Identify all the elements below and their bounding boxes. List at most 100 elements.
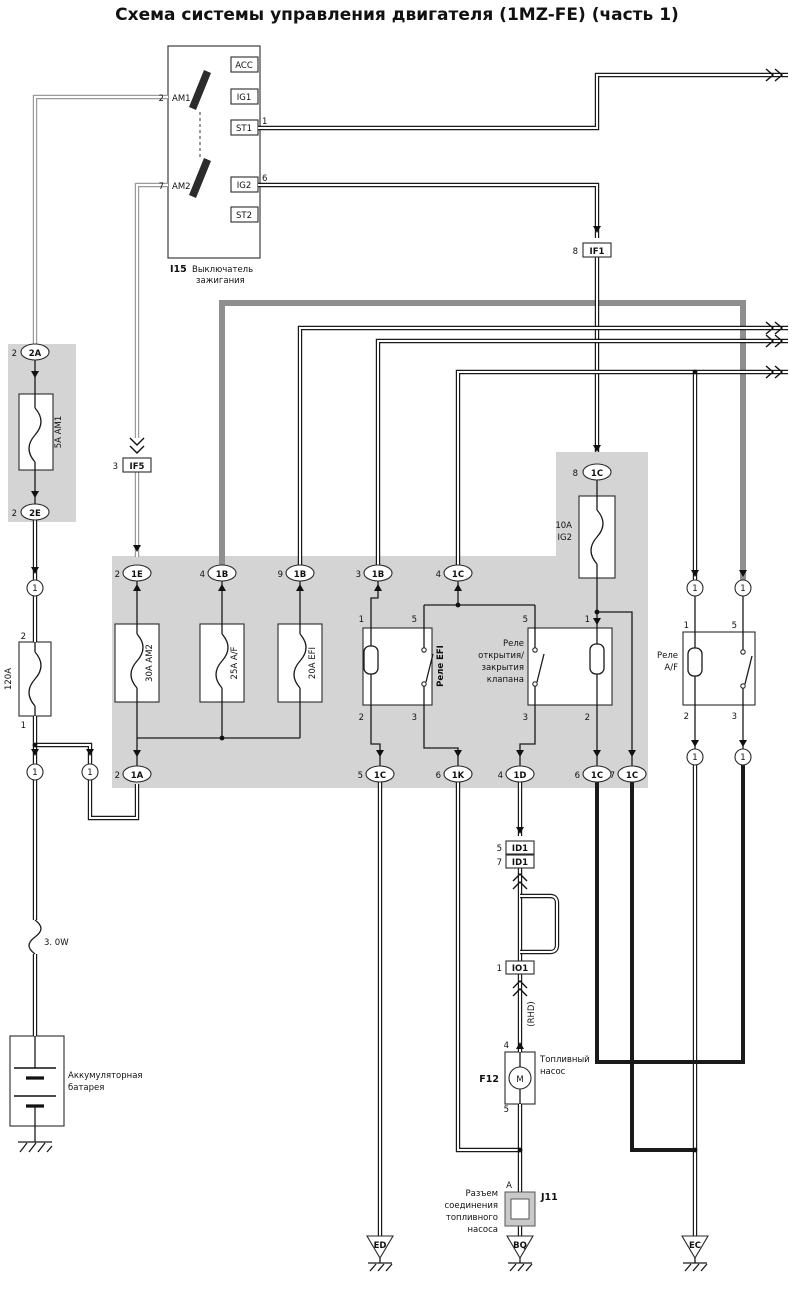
junction-af-tr-label: 1 [740,584,745,594]
j11-label-1: Разъем [465,1189,498,1199]
af-relay-coil [687,647,703,677]
valve-relay-pin-bl: 3 [523,713,528,723]
connector-io1 [505,960,535,975]
gray-panels [8,344,648,788]
connector-1c4-label: 1C [452,570,464,580]
af-relay-pin-br: 3 [732,712,737,722]
connector-id1-7-label: ID1 [512,858,528,868]
junction-af-br-label: 1 [740,753,745,763]
relay-internals [363,643,746,689]
pin-1c5: 5 [358,771,363,781]
connector-1e [122,564,152,582]
connector-1c7 [617,765,647,783]
ground-ed-triangle [366,1235,394,1260]
wire-u-loop-to-1a [87,780,140,821]
j11-label-4: насоса [467,1225,498,1235]
af-relay-label-1: Реле [657,651,678,661]
connector-if5 [122,457,152,473]
connector-id1-7 [505,854,535,869]
wire-st1 [258,72,788,131]
efi-relay-contact-top [421,647,427,653]
connector-1k-label: 1K [452,771,465,781]
fuse-25a-label: 25A A/F [230,646,240,679]
pin-1b3: 3 [356,570,361,580]
efi-relay-pin-br: 3 [412,713,417,723]
pin-id1-7: 7 [497,858,502,868]
fuse-120a-label: 120A [4,668,14,690]
fuse-symbols [28,407,604,955]
valve-relay-pin-br: 2 [585,713,590,723]
efi-relay-pin-tr: 5 [412,615,417,625]
connector-id1-5-label: ID1 [512,844,528,854]
fuel-pump-label-2: насос [540,1067,566,1077]
connector-1b9-label: 1B [294,570,306,580]
fuel-pump-code: F12 [479,1074,499,1085]
connector-1a [122,765,152,783]
wire-am2-feed [134,182,168,438]
pump-pin-top: 4 [504,1041,509,1051]
junction-connector-af-tl [686,579,704,597]
connector-id1-5 [505,840,535,855]
junction-af-tl-label: 1 [692,584,697,594]
rhd-label: (RHD) [527,1001,537,1026]
pin-1b9: 9 [278,570,283,580]
pin-1c8: 8 [573,469,578,479]
terminal-st1-label: ST1 [236,124,252,134]
pin-ig2: 6 [262,174,267,184]
connector-if1-label: IF1 [590,247,605,257]
valve-relay-box [527,627,613,706]
fusible-link-element [28,919,42,955]
terminal-ig1-box [230,88,259,105]
af-relay-contact-bottom [740,683,746,689]
pin-am2: 7 [159,182,164,192]
ground-ed-label: ED [374,1241,387,1251]
connector-if5-label: IF5 [130,462,145,472]
fuse-30a-label: 30A AM2 [145,644,155,682]
fuel-pump-motor-circle [508,1066,532,1090]
efi-relay-box [362,627,433,706]
wire-1c4-harness [455,369,788,565]
j11-label-2: соединения [445,1201,499,1211]
connector-1b4-label: 1B [216,570,228,580]
connector-1k [443,765,473,783]
ground-bq-label: BQ [513,1241,527,1251]
connector-1c5-label: 1C [374,771,386,781]
pin-1c6: 6 [575,771,580,781]
pin-if5: 3 [113,462,118,472]
battery-label-2: батарея [68,1083,104,1093]
fuse-120a-element [28,651,42,707]
wire-1b3-harness [375,338,788,565]
wire-ig1-gray-bus [219,300,746,580]
wire-rhd-loop [520,893,560,955]
connector-1d-label: 1D [514,771,527,781]
junction-left-3-label: 1 [87,768,92,778]
pin-1d: 4 [498,771,503,781]
connector-1b3 [363,564,393,582]
terminal-ig1-label: IG1 [237,93,252,103]
fuse-30a-element [130,633,144,689]
pin-1c7: 7 [610,771,615,781]
junction-connector-left-3 [81,763,99,781]
fusible-link-label: 3. 0W [44,938,69,948]
terminal-st2-box [230,206,259,223]
connector-1d [505,765,535,783]
wire-ig2 [258,182,600,238]
connector-1c6-label: 1C [591,771,603,781]
connector-1c6 [582,765,612,783]
pin-st1: 1 [262,117,267,127]
valve-relay-label-3: закрытия [481,663,524,673]
fuse-25a-element [215,633,229,689]
wire-1b9-harness [297,325,788,565]
pin-1b4: 4 [200,570,205,580]
fuse-10a-element [590,509,604,565]
junction-connector-left-1 [26,579,44,597]
ignition-switch-box [167,45,261,259]
pin-1e: 2 [115,570,120,580]
valve-relay-pin-tr: 1 [585,615,590,625]
connector-2e-label: 2E [29,509,41,519]
ec-ground-symbol [683,1258,708,1272]
pin-2a: 2 [12,349,17,359]
connector-1c7-label: 1C [626,771,638,781]
fuse-10a-label-2: IG2 [557,533,572,543]
